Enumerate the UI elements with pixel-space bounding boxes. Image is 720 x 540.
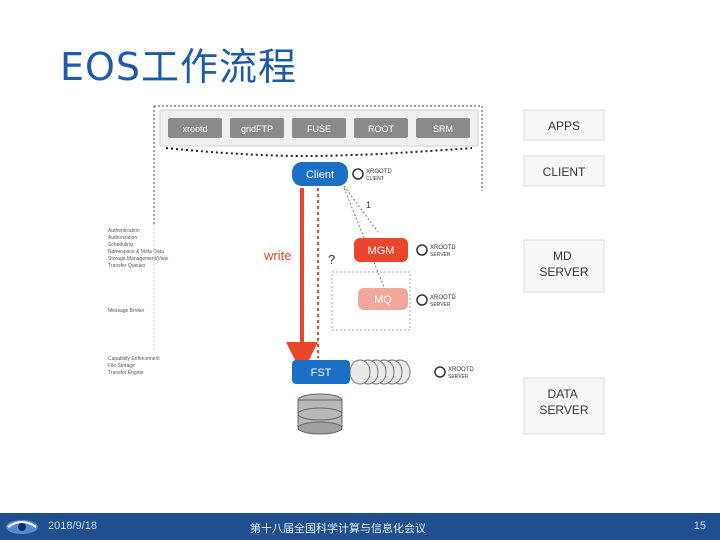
top-modules: xrootd gridFTP FUSE ROOT SRM — [159, 109, 479, 158]
module-box — [354, 118, 408, 138]
slide-title: EOS工作流程 — [60, 45, 298, 89]
slide-date: 2018/9/18 — [48, 520, 97, 532]
xrootd-fst-label: XROOTD — [448, 367, 474, 373]
mgm-function-2: Authorization — [108, 235, 137, 241]
conference-logo-icon — [6, 520, 38, 534]
fst-function-2: File Storage — [108, 363, 135, 369]
client-node — [292, 162, 348, 186]
mgm-function-5: Storage Management/View — [108, 256, 169, 262]
layer-client-label: CLIENT — [543, 165, 586, 179]
module-box — [230, 118, 284, 138]
mq-function-1: Message Broker — [108, 308, 145, 314]
mgm-label: MGM — [368, 245, 395, 257]
xrootd-fst-sublabel: SERVER — [448, 374, 469, 380]
xrootd-mgm-label: XROOTD — [430, 245, 456, 251]
module-label-fuse: FUSE — [307, 124, 331, 134]
layer-md-server-label: MD SERVER — [539, 249, 588, 279]
mgm-function-6: Transfer Queues — [108, 263, 146, 269]
layer-data-server-label: DATA SERVER — [539, 387, 588, 417]
module-box — [168, 118, 222, 138]
mgm-node — [354, 238, 408, 262]
mq-label: MQ — [374, 294, 392, 306]
mgm-function-1: Authentication — [108, 228, 140, 234]
fst-label: FST — [311, 367, 332, 379]
module-box — [416, 118, 470, 138]
xrootd-mq-label: XROOTD — [430, 295, 456, 301]
xrootd-mq-logo-icon — [416, 294, 428, 306]
module-label-gridftp: gridFTP — [241, 124, 273, 134]
eos-workflow-diagram: xrootd gridFTP FUSE ROOT SRM Client XROO… — [108, 105, 605, 435]
fst-function-1: Capability Enforcement — [108, 356, 160, 362]
layer-apps-label: APPS — [548, 119, 580, 133]
mgm-function-4: Namespace & Meta Data — [108, 249, 164, 255]
module-label-xrootd: xrootd — [182, 124, 207, 134]
xrootd-client-sublabel: CLIENT — [366, 176, 384, 182]
layer-md-server — [523, 239, 605, 293]
xrootd-fst-logo-icon — [434, 366, 446, 378]
layer-client — [523, 155, 605, 187]
xrootd-client-label: XROOTD — [366, 169, 392, 175]
footer-bar: 2018/9/18 第十八届全国科学计算与信息化会议 15 — [0, 513, 720, 540]
layer-apps — [523, 109, 605, 141]
fst-ring — [349, 359, 371, 385]
fst-function-3: Transfer Engine — [108, 370, 144, 376]
xrootd-mq-sublabel: SERVER — [430, 302, 451, 308]
fst-node — [292, 360, 350, 384]
xrootd-mgm-logo-icon — [416, 244, 428, 256]
question-mark: ? — [328, 252, 335, 267]
conference-name: 第十八届全国科学计算与信息化会议 — [250, 522, 426, 535]
page-number: 15 — [693, 520, 706, 532]
module-box — [292, 118, 346, 138]
client-label: Client — [306, 169, 334, 181]
mgm-function-3: Scheduling — [108, 242, 133, 248]
write-label: write — [263, 248, 291, 263]
layer-data-server — [523, 377, 605, 435]
disk-storage-icon — [297, 393, 343, 435]
module-label-root: ROOT — [368, 124, 395, 134]
xrootd-client-logo-icon — [352, 168, 364, 180]
step-number: 1 — [366, 200, 371, 210]
module-label-srm: SRM — [433, 124, 453, 134]
mq-node — [358, 288, 408, 310]
xrootd-mgm-sublabel: SERVER — [430, 252, 451, 258]
